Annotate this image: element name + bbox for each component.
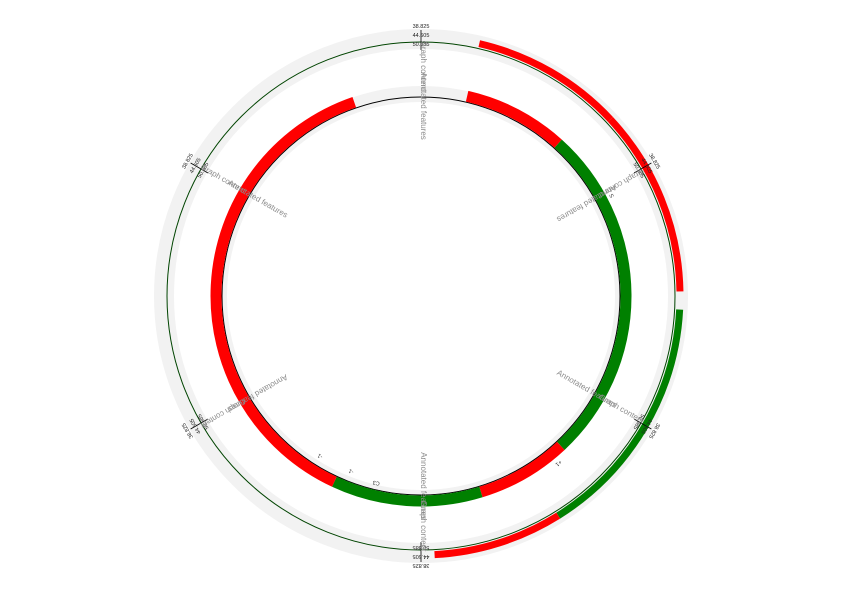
track-label-3-0: Graph content	[419, 501, 428, 552]
feature-label-c3: C3	[372, 479, 380, 486]
track-label-0-0: Graph content	[419, 41, 428, 92]
scale-tick-1	[633, 162, 652, 174]
inner-feature-arc-0	[465, 90, 562, 148]
tick-label-0-0: 50.385	[413, 42, 430, 48]
inner-feature-arc-3	[332, 476, 483, 507]
inner-feature-arc-2	[479, 441, 565, 498]
inner-feature-arc-1	[554, 139, 632, 450]
inner-feature-arcs	[210, 90, 632, 507]
scale-tick-2	[633, 418, 652, 430]
outer-feature-arc-2	[556, 309, 684, 519]
tick-label-3-1: 44.605	[413, 553, 430, 559]
feature-label-plus1: +1	[554, 458, 563, 467]
tick-label-0-2: 38.825	[413, 24, 430, 30]
outer-feature-arc-1	[607, 116, 684, 292]
outer-feature-arc-0	[478, 40, 613, 122]
tick-label-3-2: 38.825	[413, 562, 430, 568]
feature-label-s: S	[607, 193, 614, 199]
outer-feature-arc-3	[434, 512, 561, 559]
feature-label-minus1-a: -1	[348, 467, 355, 475]
track-label-3-1: Annotated features	[419, 452, 428, 520]
track-label-0-1: Annotated features	[419, 72, 428, 140]
scale-tick-5	[190, 162, 209, 174]
feature-label-minus1-b: -1	[317, 452, 324, 460]
outer-feature-arcs	[434, 40, 684, 559]
inner-feature-arc-4	[210, 96, 357, 487]
scale-tick-4	[190, 418, 209, 430]
tick-label-3-0: 50.385	[413, 544, 430, 550]
inner-backbone-circle	[221, 96, 621, 496]
tick-label-0-1: 44.605	[413, 33, 430, 39]
